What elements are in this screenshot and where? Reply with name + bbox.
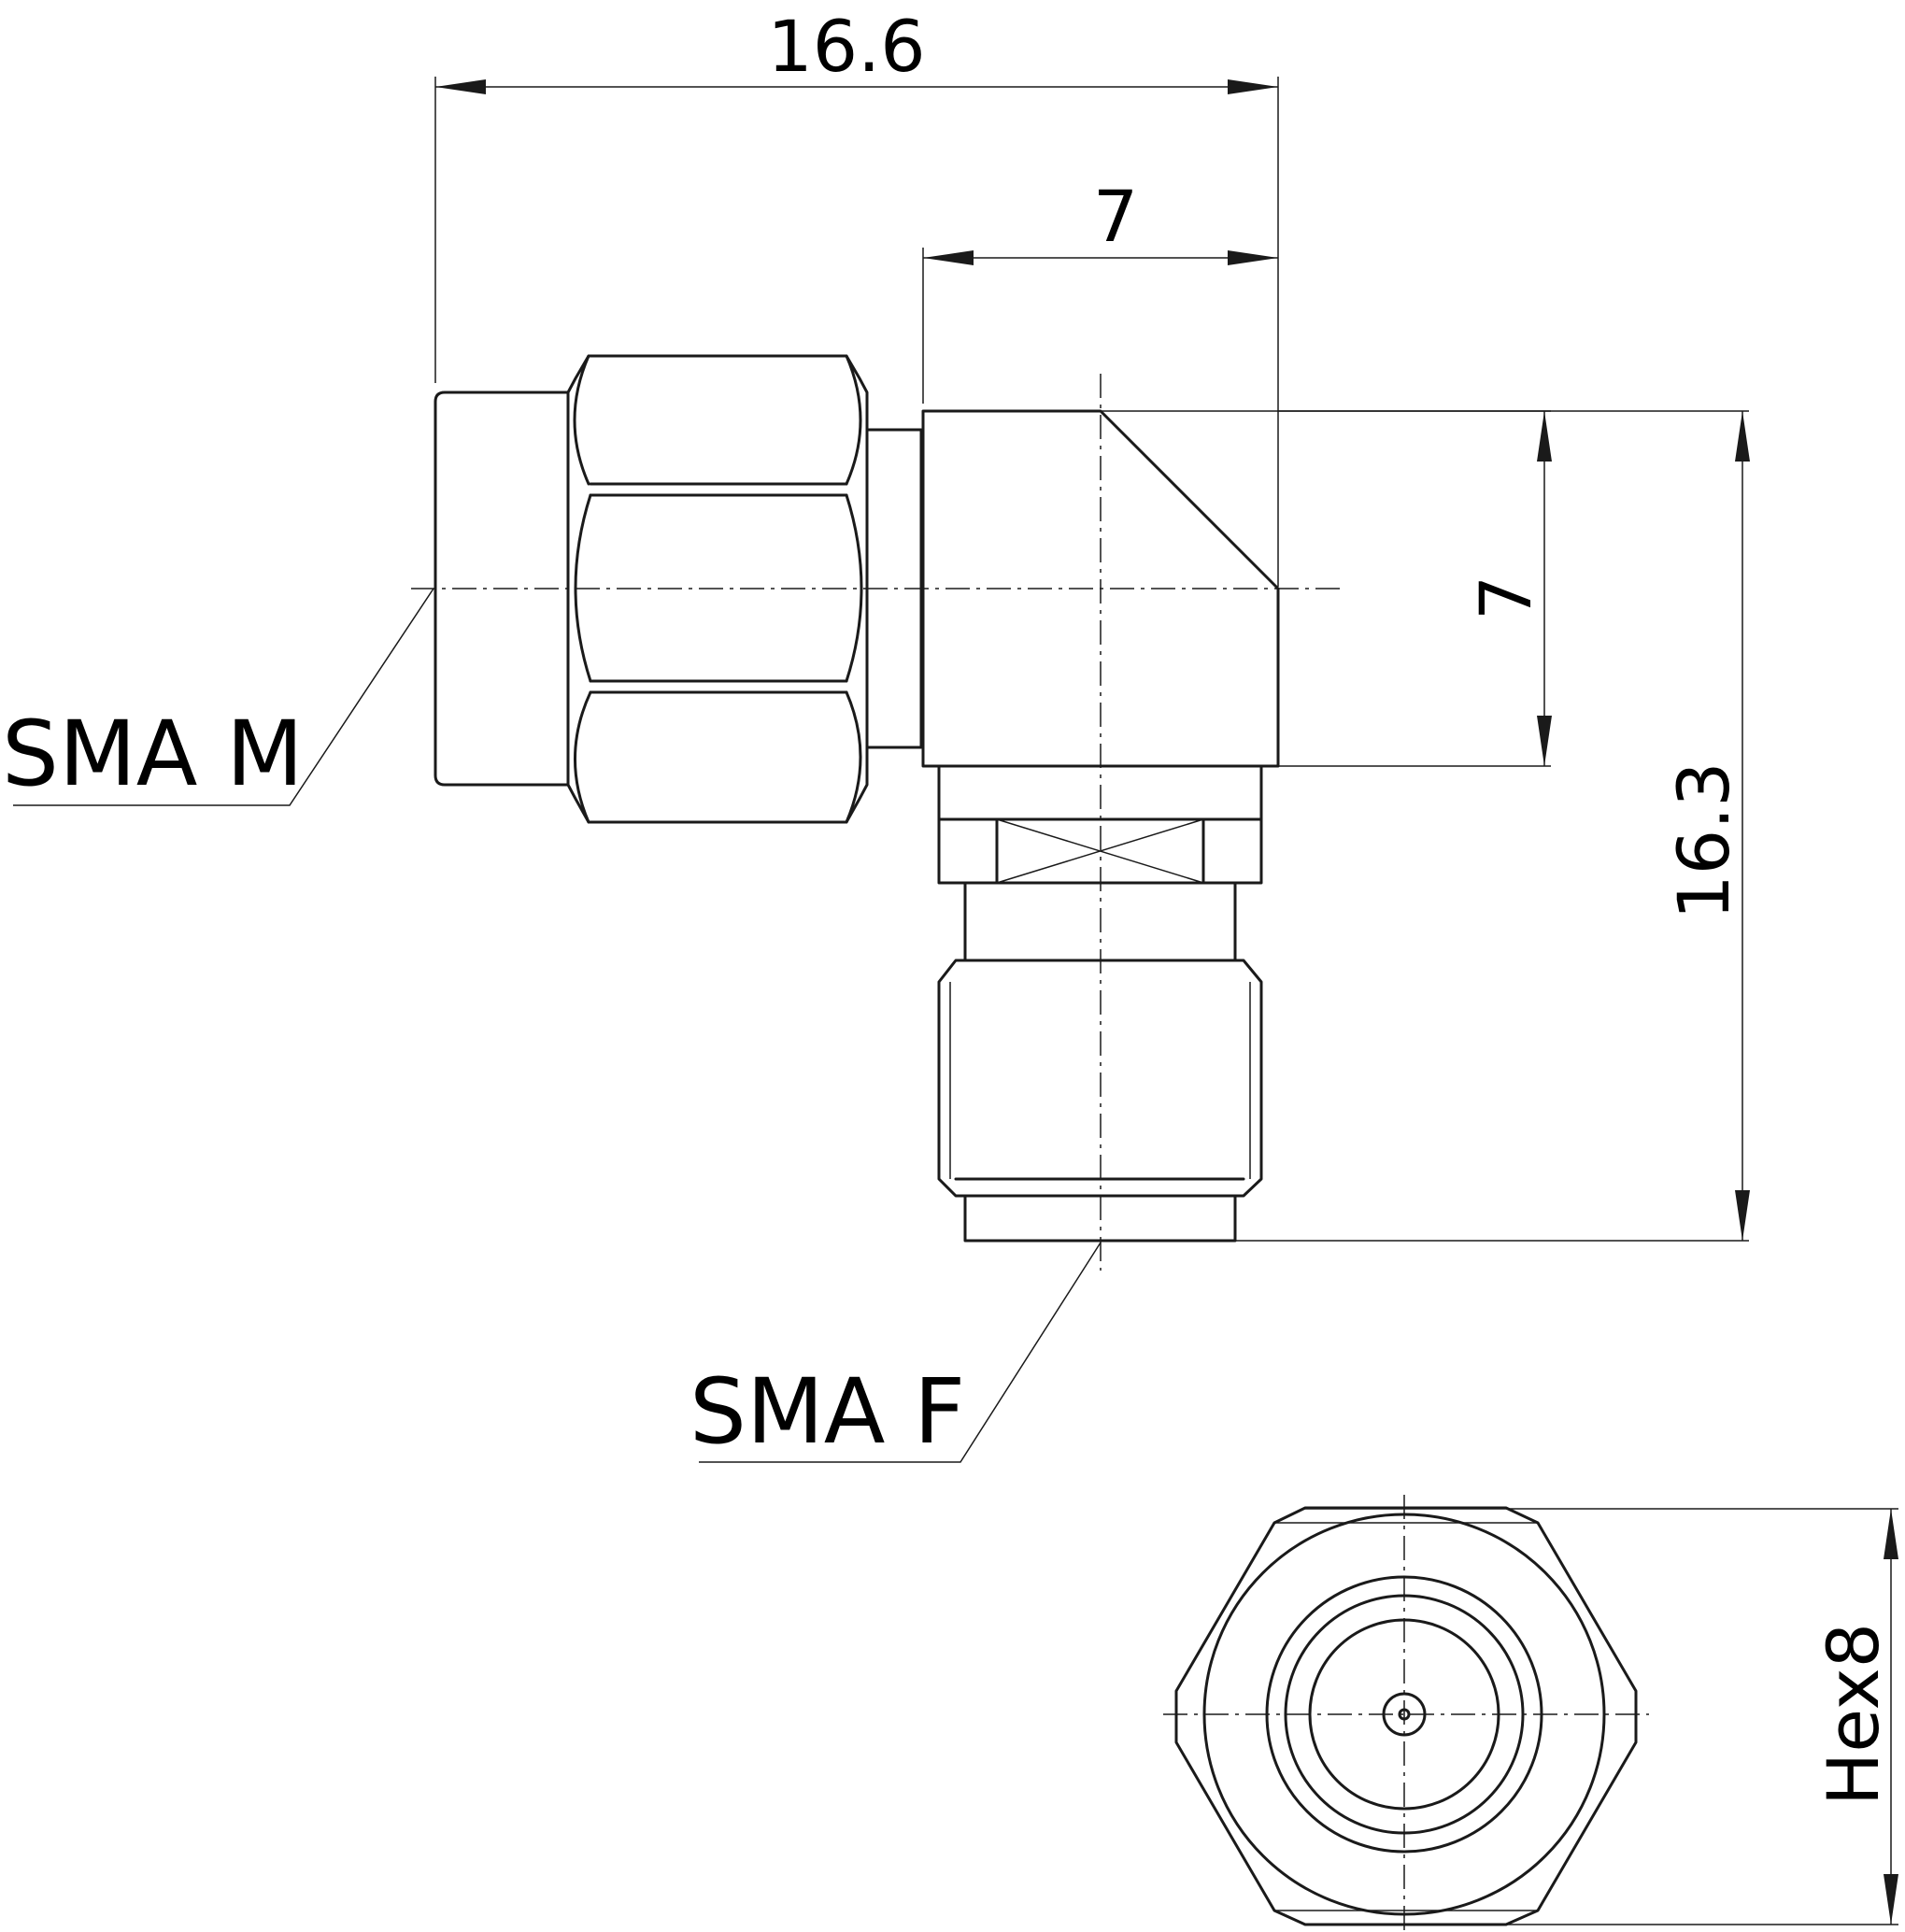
dimension-lines [434,77,1898,1925]
callout-sma-male: SMA M [2,702,304,806]
callout-sma-female: SMA F [689,1359,965,1464]
right-angle-body [921,409,1280,768]
side-view [411,354,1345,1271]
end-view [1163,1495,1649,1932]
dim-overall-height: 16.3 [1662,761,1745,919]
dim-hex-size: Hex8 [1812,1623,1895,1806]
dim-body-width: 7 [1093,175,1138,258]
dim-overall-length: 16.6 [767,5,925,88]
leader-lines [13,588,1102,1463]
dim-body-height: 7 [1464,575,1547,620]
